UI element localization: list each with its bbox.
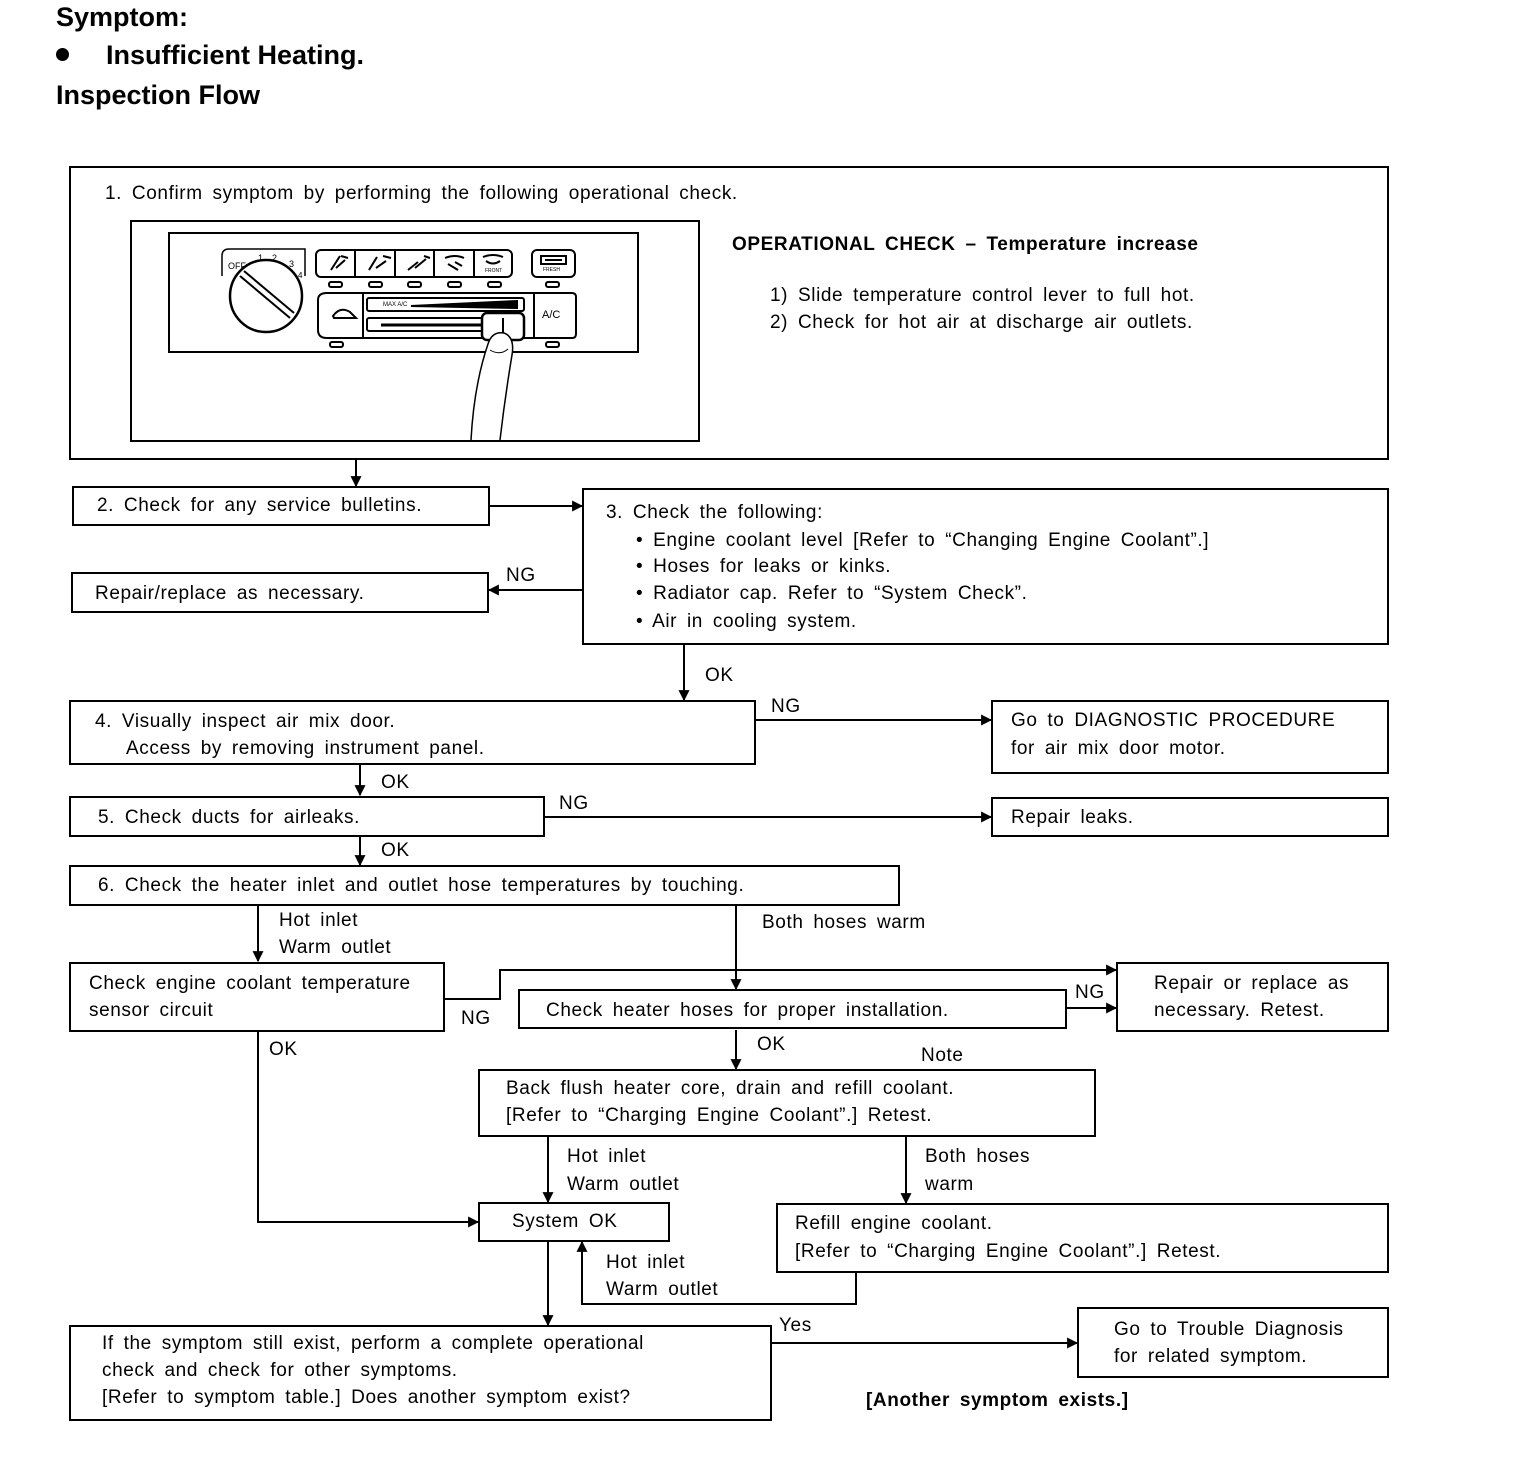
repair-retest-box: [1116, 962, 1389, 1032]
step2-box: [72, 486, 490, 526]
arrow-refill-hot-inlet: [576, 1240, 857, 1305]
trouble-diagnosis-box: [1077, 1307, 1389, 1378]
label-ng-hoses: NG: [1075, 982, 1105, 1003]
panel-ac-label: A/C: [542, 309, 560, 321]
label-both-hoses-flush: Both hoses: [925, 1146, 1031, 1167]
refill-line2: [Refer to “Charging Engine Coolant”.] Re…: [795, 1241, 1222, 1262]
label-warm-outlet-step6: Warm outlet: [279, 937, 392, 958]
repair-retest-line2: necessary. Retest.: [1154, 1000, 1325, 1021]
final-check-line1: If the symptom still exist, perform a co…: [102, 1333, 644, 1354]
operational-step-2: 2) Check for hot air at discharge air ou…: [770, 312, 1193, 333]
panel-fresh-label: FRESH: [543, 267, 560, 273]
back-flush-line2: [Refer to “Charging Engine Coolant”.] Re…: [506, 1105, 933, 1126]
step3-item-1: • Engine coolant level [Refer to “Changi…: [636, 530, 1210, 551]
panel-max-ac-label: MAX A/C: [383, 302, 408, 308]
panel-fan-3-label: 3: [289, 259, 294, 269]
final-check-box: [69, 1325, 772, 1421]
label-ng-step4: NG: [771, 696, 801, 717]
another-symptom-label: [Another symptom exists.]: [866, 1390, 1129, 1411]
label-both-hoses-warm-step6: Both hoses warm: [762, 912, 926, 933]
repair-leaks-box: [991, 797, 1389, 837]
arrow-ect-ng: [445, 964, 1118, 1000]
diagnostic-procedure-line1: Go to DIAGNOSTIC PROCEDURE: [1011, 710, 1336, 731]
label-ok-step3: OK: [705, 665, 734, 686]
label-yes: Yes: [779, 1315, 812, 1336]
step6-text: 6. Check the heater inlet and outlet hos…: [98, 875, 745, 896]
label-note: Note: [921, 1045, 964, 1066]
step3-item-4: • Air in cooling system.: [636, 611, 857, 632]
refill-box: [776, 1203, 1389, 1273]
vent-defrost-icon: [482, 254, 504, 265]
heater-hoses-box: [518, 989, 1067, 1029]
trouble-diagnosis-line2: for related symptom.: [1114, 1346, 1308, 1367]
label-hot-inlet-step6: Hot inlet: [279, 910, 359, 931]
step1-text: 1. Confirm symptom by performing the fol…: [105, 183, 738, 204]
operational-step-1: 1) Slide temperature control lever to fu…: [770, 285, 1195, 306]
panel-fan-2-label: 2: [272, 253, 277, 263]
step3-item-2: • Hoses for leaks or kinks.: [636, 556, 892, 577]
vent-foot-icon: [407, 255, 431, 271]
diagnostic-procedure-line2: for air mix door motor.: [1011, 738, 1226, 759]
label-ok-step4: OK: [381, 772, 410, 793]
step5-text: 5. Check ducts for airleaks.: [98, 807, 360, 828]
panel-front-label: FRONT: [485, 268, 502, 274]
step3-box: [582, 488, 1389, 645]
label-ok-hoses: OK: [757, 1034, 786, 1055]
repair-replace-text: Repair/replace as necessary.: [95, 583, 365, 604]
repair-leaks-text: Repair leaks.: [1011, 807, 1134, 828]
label-warm-flush: warm: [925, 1174, 974, 1195]
step6-box: [69, 865, 900, 906]
label-ng-ect: NG: [461, 1008, 491, 1029]
step4-line2: Access by removing instrument panel.: [126, 738, 485, 759]
label-warm-outlet-refill: Warm outlet: [606, 1279, 719, 1300]
step4-box: [69, 700, 756, 765]
label-warm-outlet-flush: Warm outlet: [567, 1174, 680, 1195]
label-ng-step3: NG: [506, 565, 536, 586]
panel-fan-1-label: 1: [258, 253, 263, 263]
symptom-item: Insufficient Heating.: [106, 40, 365, 70]
refill-line1: Refill engine coolant.: [795, 1213, 993, 1234]
diagnostic-procedure-box: [991, 700, 1389, 774]
step4-line1: 4. Visually inspect air mix door.: [95, 711, 396, 732]
final-check-line3: [Refer to symptom table.] Does another s…: [102, 1387, 631, 1408]
panel-fan-4-label: 4: [298, 271, 303, 280]
label-ng-step5: NG: [559, 793, 589, 814]
heater-hoses-text: Check heater hoses for proper installati…: [546, 1000, 949, 1021]
bullet-icon: [56, 48, 69, 61]
trouble-diagnosis-line1: Go to Trouble Diagnosis: [1114, 1319, 1344, 1340]
system-ok-box: [478, 1202, 670, 1242]
label-ok-step5: OK: [381, 840, 410, 861]
vent-foot-defrost-icon: [444, 255, 465, 271]
step5-box: [69, 796, 545, 837]
label-hot-inlet-flush: Hot inlet: [567, 1146, 647, 1167]
fresh-air-icon: [540, 255, 567, 265]
repair-replace-box: [71, 572, 489, 613]
panel-off-label: OFF: [228, 261, 246, 271]
step3-title: 3. Check the following:: [606, 502, 823, 523]
repair-retest-line1: Repair or replace as: [1154, 973, 1350, 994]
step2-text: 2. Check for any service bulletins.: [97, 495, 423, 516]
arrow-ect-ok: [257, 1031, 480, 1228]
vent-bilevel-icon: [368, 255, 392, 271]
symptom-label: Symptom:: [56, 2, 189, 32]
ect-sensor-line1: Check engine coolant temperature: [89, 973, 411, 994]
step3-item-3: • Radiator cap. Refer to “System Check”.: [636, 583, 1028, 604]
final-check-line2: check and check for other symptoms.: [102, 1360, 458, 1381]
ect-sensor-box: [69, 962, 445, 1032]
ect-sensor-line2: sensor circuit: [89, 1000, 214, 1021]
back-flush-box: [478, 1069, 1096, 1137]
label-hot-inlet-refill: Hot inlet: [606, 1252, 686, 1273]
operational-check-title: OPERATIONAL CHECK – Temperature increase: [732, 234, 1199, 255]
inspection-flow-title: Inspection Flow: [56, 80, 261, 110]
label-ok-ect: OK: [269, 1039, 298, 1060]
back-flush-line1: Back flush heater core, drain and refill…: [506, 1078, 955, 1099]
vent-face-icon: [330, 255, 349, 271]
system-ok-text: System OK: [512, 1211, 618, 1232]
